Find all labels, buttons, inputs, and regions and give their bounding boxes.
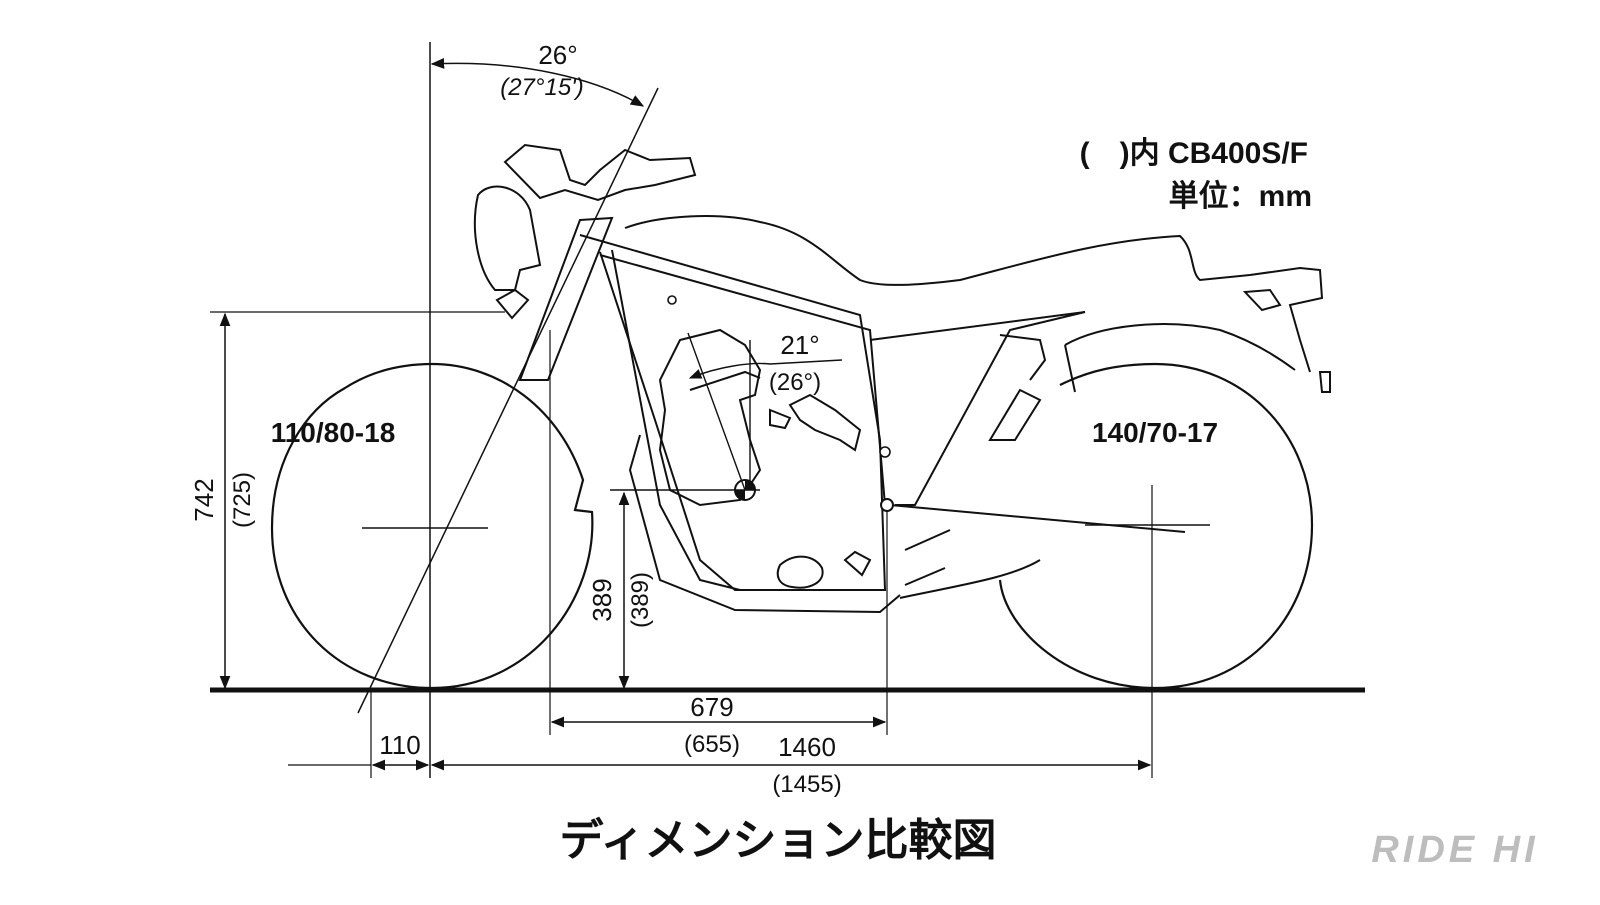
trail-value: 110 bbox=[379, 730, 420, 760]
engine-angle-value: 21° bbox=[780, 330, 819, 360]
swingarm-pivot-mark bbox=[880, 498, 894, 512]
engine-center-mark bbox=[610, 332, 760, 501]
seat-height-value: 742 bbox=[189, 478, 219, 521]
frame-outline bbox=[473, 143, 1331, 614]
frame-bolt-mark bbox=[879, 446, 891, 458]
caster-angle-alt: (27°15') bbox=[500, 74, 584, 101]
rear-tire-label: 140/70-17 bbox=[1092, 417, 1218, 448]
pivot-distance-alt: (655) bbox=[684, 731, 740, 758]
front-tire-label: 110/80-18 bbox=[271, 417, 396, 448]
pivot-distance-value: 679 bbox=[690, 692, 733, 722]
front-wheel bbox=[270, 362, 594, 690]
frame-bolt-mark bbox=[667, 295, 677, 305]
rear-wheel bbox=[998, 362, 1314, 690]
wheelbase-alt: (1455) bbox=[772, 771, 841, 798]
wheelbase-value: 1460 bbox=[778, 732, 836, 762]
engine-angle-arc bbox=[688, 362, 771, 379]
steering-axis-line bbox=[357, 87, 659, 714]
legend-unit: 単位：mm bbox=[1169, 179, 1312, 213]
brand-logo: RIDE HI bbox=[1371, 829, 1538, 871]
ground-clearance-alt: (389) bbox=[627, 572, 654, 628]
legend-note: ( )内 CB400S/F bbox=[1080, 137, 1308, 170]
ground-clearance-value: 389 bbox=[587, 578, 617, 621]
caster-angle-arc bbox=[430, 58, 645, 107]
seat-height-alt: (725) bbox=[229, 472, 256, 528]
diagram-caption: ディメンション比較図 bbox=[560, 815, 997, 866]
engine-angle-alt: (26°) bbox=[769, 369, 821, 396]
caster-angle-value: 26° bbox=[538, 40, 577, 70]
